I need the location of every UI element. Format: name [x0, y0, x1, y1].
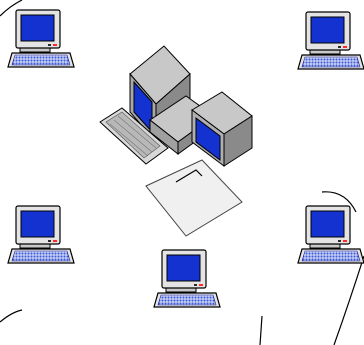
desktop-computer-icon [8, 10, 74, 67]
desktop-computer-icon [298, 12, 364, 69]
desktop-computer-icon [8, 206, 74, 263]
connection-line-bottom-left [0, 310, 22, 322]
connection-line-bottom-mid [260, 316, 262, 345]
server-workstation-icon [100, 46, 252, 236]
connection-line-right-lower [334, 256, 364, 345]
desktop-computer-icon [154, 250, 220, 307]
desktop-computer-icon [298, 206, 364, 263]
